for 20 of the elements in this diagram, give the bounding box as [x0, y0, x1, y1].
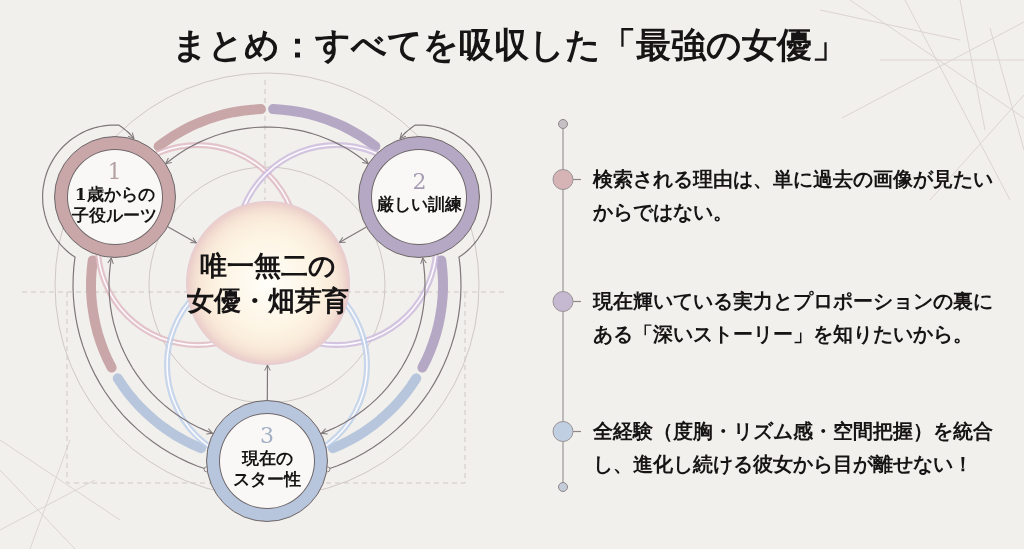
- bullet-text: 全経験（度胸・リズム感・空間把握）を統合し、進化し続ける彼女から目が離せない！: [593, 418, 994, 478]
- node-label: 現在のスター性: [232, 447, 302, 490]
- double-arrow: [107, 257, 214, 435]
- node-label: 1歳からの子役ルーツ: [71, 183, 159, 226]
- step-circle: [358, 136, 481, 258]
- node-label: 厳しい訓練: [376, 194, 462, 215]
- node-label: 唯一無二の女優・畑芽育: [187, 249, 349, 318]
- arrow: [324, 124, 492, 473]
- bullet-text: 現在輝いている実力とプロポーションの裏にある「深いストーリー」を知りたいから。: [593, 288, 994, 348]
- step-number: 3: [260, 422, 274, 448]
- arrow: [338, 226, 367, 244]
- arrow: [167, 226, 198, 244]
- step-number: 2: [412, 169, 427, 194]
- step-circle: [53, 136, 176, 258]
- arrow: [264, 364, 271, 401]
- double-arrow: [320, 257, 427, 435]
- title: まとめ：すべてを吸収した「最強の女優」: [171, 23, 847, 67]
- step-number: 1: [107, 158, 122, 184]
- bullet-text: 検索される理由は、単に過去の画像が見たいからではない。: [593, 166, 994, 226]
- double-arrow: [165, 126, 369, 165]
